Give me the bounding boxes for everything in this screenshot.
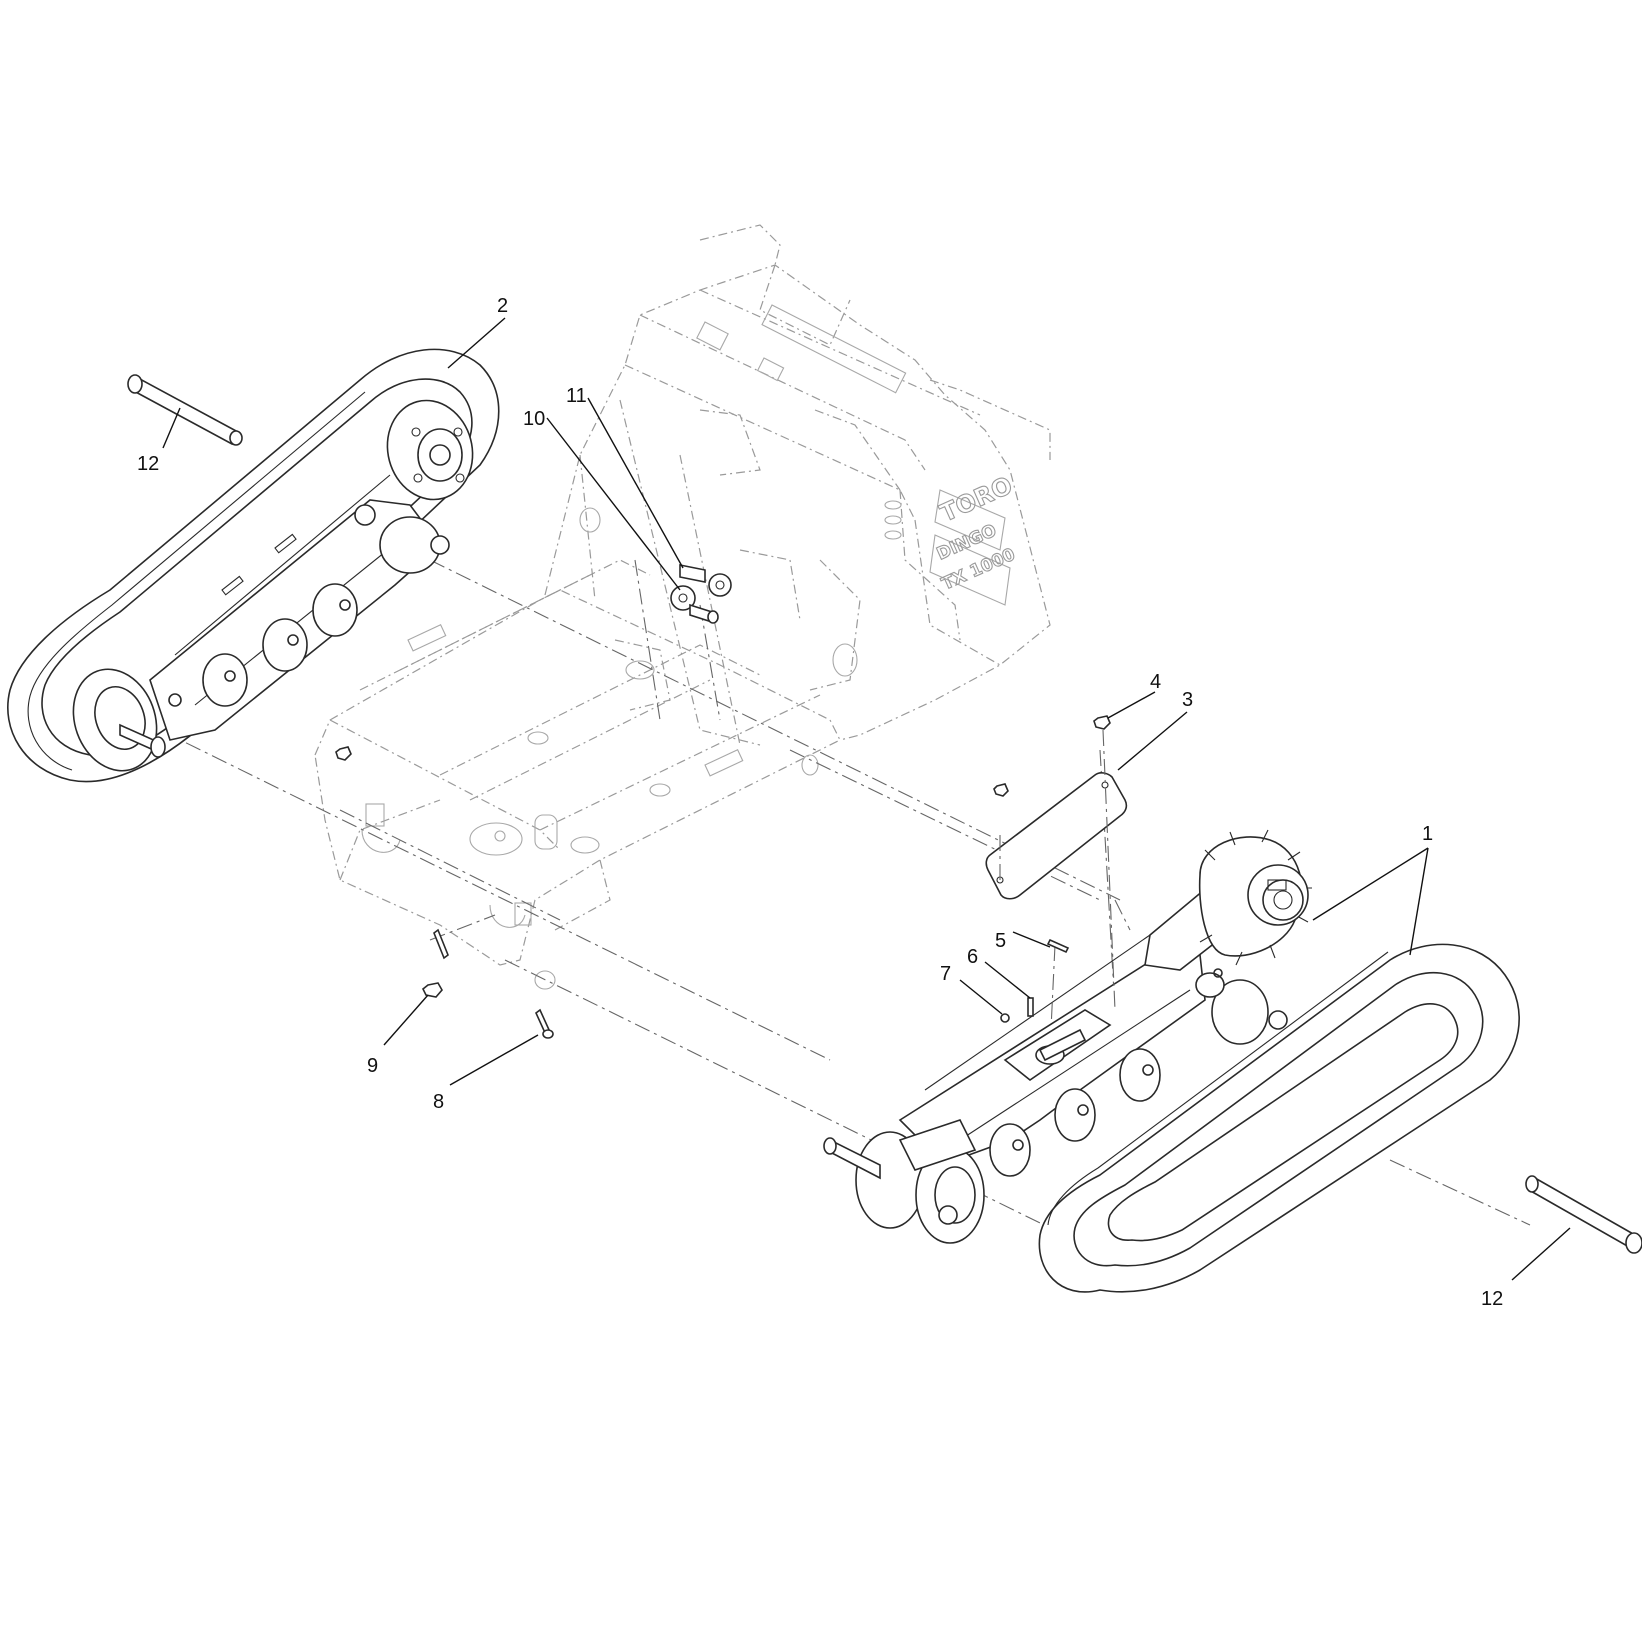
svg-text:3: 3 (1182, 689, 1193, 711)
callout-3: 3 (1117, 689, 1193, 771)
callout-6: 6 (967, 946, 1031, 999)
svg-text:7: 7 (940, 963, 951, 985)
callout-2: 2 (447, 295, 508, 369)
nut-7 (1000, 1013, 1010, 1023)
pin-6 (1027, 997, 1034, 1017)
bolt-5 (1012, 931, 1070, 954)
callout-4: 4 (1107, 671, 1161, 719)
bolt-8 (535, 1008, 554, 1039)
cover-plate (985, 772, 1128, 900)
left-track-assembly (7, 348, 500, 783)
track-pin-left (127, 374, 243, 446)
svg-text:5: 5 (995, 930, 1006, 952)
svg-text:11: 11 (566, 385, 587, 407)
callout-1: 1 (1312, 823, 1433, 956)
svg-text:9: 9 (367, 1055, 378, 1077)
svg-text:1: 1 (1422, 823, 1433, 845)
svg-text:12: 12 (1481, 1288, 1503, 1310)
callout-11: 11 (566, 385, 684, 569)
hardware-10-11 (670, 564, 732, 624)
callout-9: 9 (367, 994, 429, 1077)
callout-12-left: 12 (137, 407, 181, 475)
svg-text:4: 4 (1150, 671, 1161, 693)
callout-7: 7 (940, 963, 1003, 1015)
screw-4 (993, 715, 1116, 1011)
nut-9 (335, 746, 449, 998)
track-pin-right (1525, 1175, 1642, 1254)
right-track-assembly (823, 829, 1520, 1293)
svg-text:2: 2 (497, 295, 508, 317)
svg-text:12: 12 (137, 453, 159, 475)
svg-text:8: 8 (433, 1091, 444, 1113)
callout-12-right: 12 (1481, 1227, 1571, 1310)
callout-10: 10 (523, 408, 681, 591)
svg-text:10: 10 (523, 408, 545, 430)
callout-8: 8 (433, 1034, 539, 1113)
svg-text:6: 6 (967, 946, 978, 968)
callout-5: 5 (995, 930, 1006, 952)
